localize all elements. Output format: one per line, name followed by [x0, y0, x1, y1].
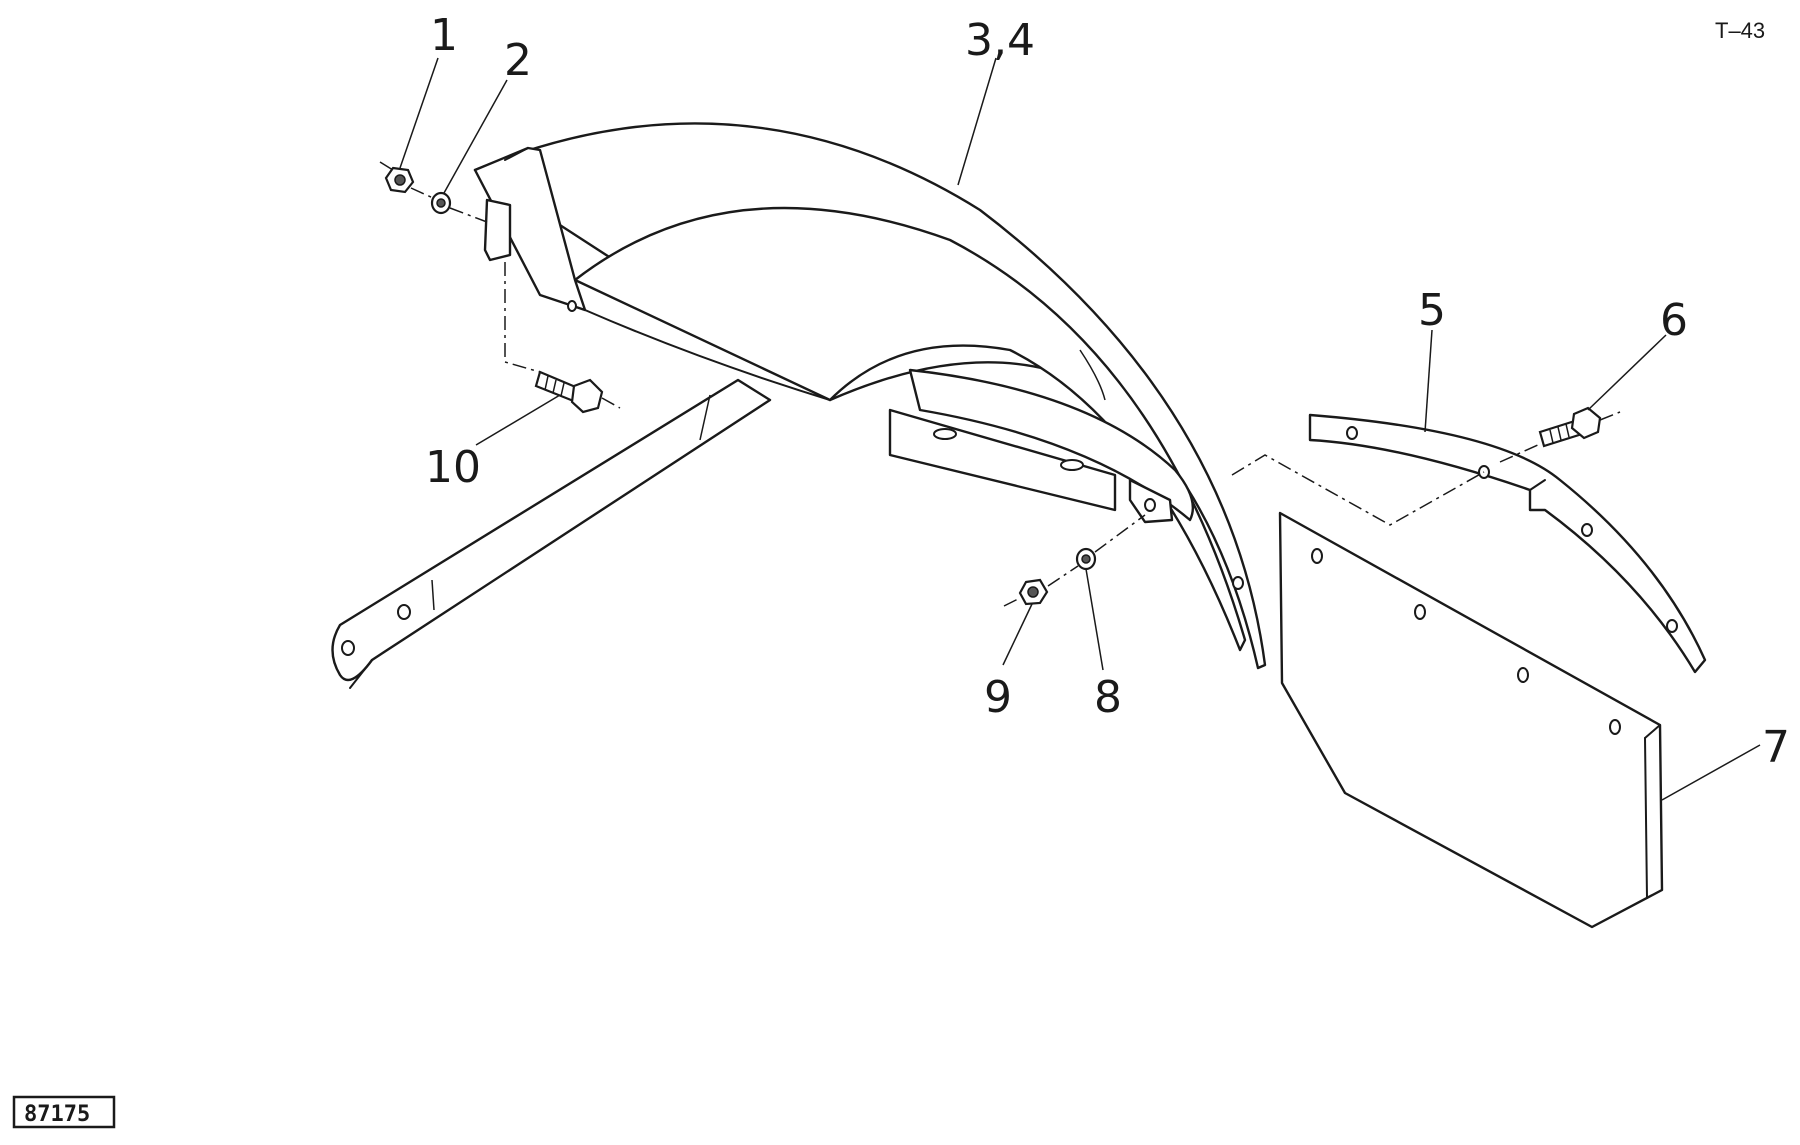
- washer-part-8: [1075, 547, 1097, 571]
- callout-labels: 1 2 3,4 5 6 7 8 9 10: [425, 10, 1790, 773]
- leader-lines: [399, 57, 1761, 801]
- callout-5: 5: [1418, 285, 1446, 336]
- callout-9: 9: [984, 672, 1012, 723]
- callout-3-4: 3,4: [965, 15, 1035, 66]
- bolt-part-6: [1538, 406, 1602, 448]
- fender-support-arm: [331, 378, 772, 689]
- nut-part-9: [1018, 578, 1049, 606]
- callout-2: 2: [504, 35, 532, 86]
- callout-1: 1: [430, 10, 458, 61]
- callout-6: 6: [1660, 295, 1688, 346]
- sheet-code: T–43: [1715, 18, 1765, 43]
- mud-flap: [1278, 511, 1664, 929]
- washer-part-2: [430, 191, 452, 215]
- callout-7: 7: [1762, 722, 1790, 773]
- callout-8: 8: [1094, 672, 1122, 723]
- reinforcement-strip: [1308, 413, 1707, 674]
- bolt-part-10: [534, 370, 604, 414]
- nut-part-1: [384, 166, 415, 194]
- fender-body: [473, 122, 1267, 670]
- callout-10: 10: [425, 442, 481, 493]
- drawing-reference-box: 87175: [12, 1095, 116, 1129]
- drawing-reference: 87175: [24, 1102, 90, 1127]
- assembly-lines: [379, 161, 1621, 607]
